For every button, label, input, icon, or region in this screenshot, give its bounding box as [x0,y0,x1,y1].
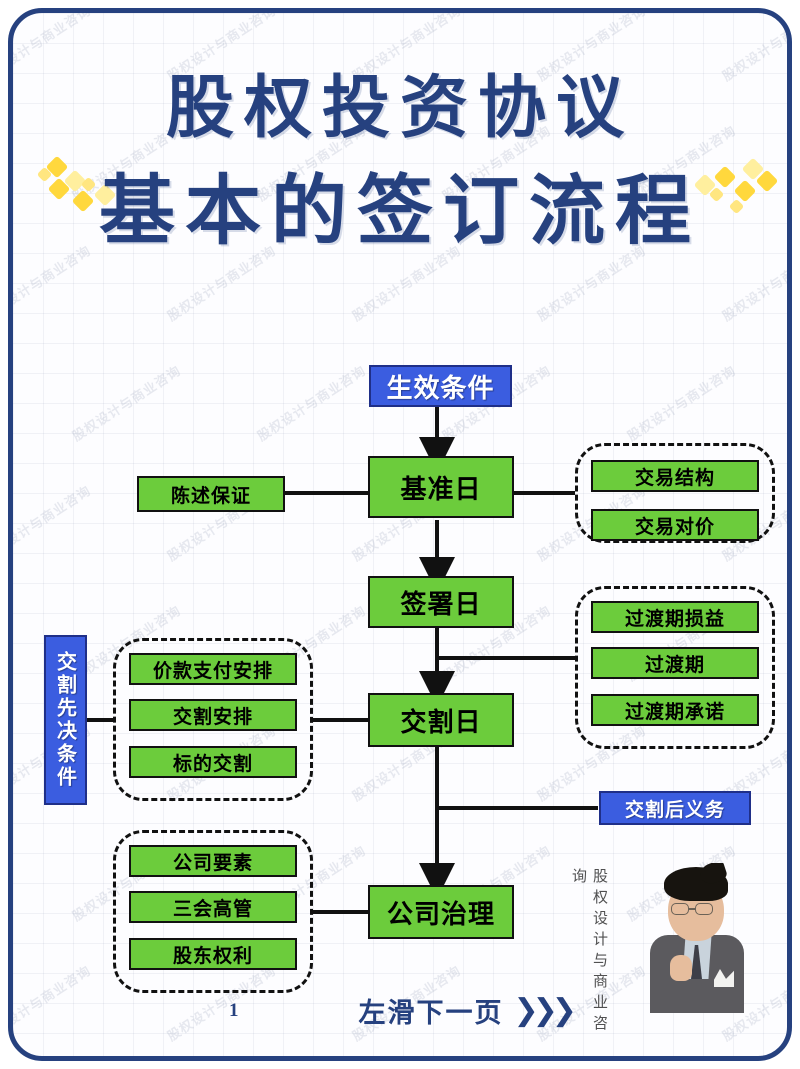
poster-frame: 股权设计与商业咨询股权设计与商业咨询股权设计与商业咨询股权设计与商业咨询股权设计… [8,8,792,1061]
group-conditions-precedent [113,638,313,801]
avatar-caption: 股权设计与商业咨询 [570,868,609,1036]
avatar-photo [642,863,750,1013]
swipe-next-page[interactable]: 左滑下一页 ❯❯❯ [358,991,577,1030]
node-closing-conditions-precedent[interactable]: 交割先决条件 [44,635,87,805]
group-item-closing-arrangement[interactable]: 交割安排 [129,699,297,731]
group-item-transaction-structure[interactable]: 交易结构 [591,460,759,492]
node-post-closing-obligations[interactable]: 交割后义务 [599,791,751,825]
node-signing-date[interactable]: 签署日 [368,576,514,628]
flow-connector-lines [87,405,598,914]
group-item-target-delivery[interactable]: 标的交割 [129,746,297,778]
title-line-1: 股权投资协议 [165,69,634,148]
swipe-label: 左滑下一页 [358,998,504,1029]
group-item-shareholder-rights[interactable]: 股东权利 [129,938,297,970]
group-transition-period [575,586,775,749]
node-corporate-governance[interactable]: 公司治理 [368,885,514,939]
group-item-transition-undertakings[interactable]: 过渡期承诺 [591,694,759,726]
footer: 1 左滑下一页 ❯❯❯ [13,991,787,1030]
node-baseline-date[interactable]: 基准日 [368,456,514,518]
node-closing-date[interactable]: 交割日 [368,693,514,747]
group-item-payment-arrangement[interactable]: 价款支付安排 [129,653,297,685]
group-item-company-elements[interactable]: 公司要素 [129,845,297,877]
flowchart: 生效条件 基准日 签署日 交割日 公司治理 陈述保证 交割后义务 交割先决条件 … [13,13,787,1056]
group-governance-items [113,830,313,993]
group-transaction-structure [575,443,775,543]
group-item-three-boards-executives[interactable]: 三会高管 [129,891,297,923]
page-number: 1 [229,999,239,1021]
chevron-right-icon: ❯❯❯ [513,993,577,1028]
group-item-transition-pnl[interactable]: 过渡期损益 [591,601,759,633]
poster-title: 股权投资协议 基本的签订流程 [13,75,787,249]
node-effect-conditions[interactable]: 生效条件 [369,365,512,407]
group-item-transition-period[interactable]: 过渡期 [591,647,759,679]
title-line-2: 基本的签订流程 [99,166,701,255]
node-representations-warranties[interactable]: 陈述保证 [137,476,285,512]
group-item-transaction-consideration[interactable]: 交易对价 [591,509,759,541]
